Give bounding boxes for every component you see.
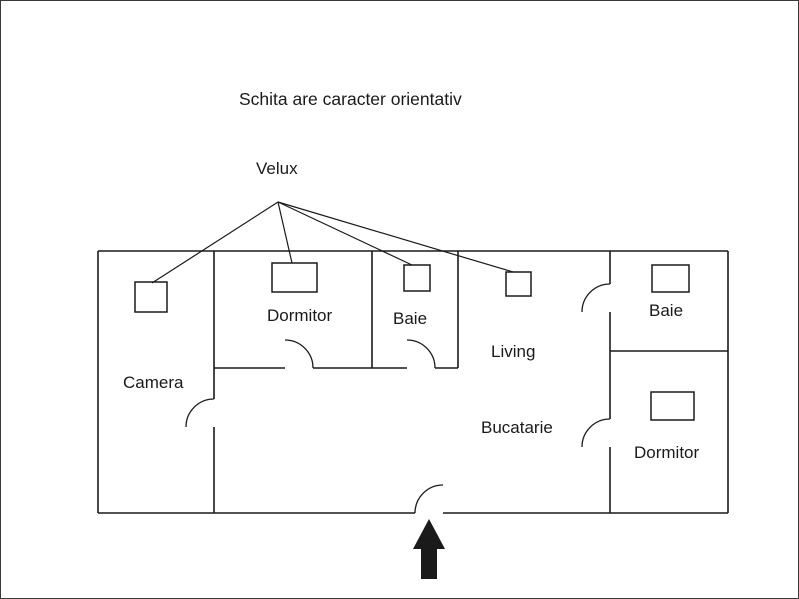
velux-line-living (277, 201, 514, 273)
velux-line-baie (277, 201, 413, 266)
velux-window-living (505, 271, 532, 297)
velux-windows (134, 262, 695, 421)
velux-window-dormitor-left (271, 262, 318, 293)
door-arc-baie-right (581, 283, 611, 313)
room-label-dormitor-left: Dormitor (267, 306, 333, 325)
door-arc-dormitor-right (581, 418, 611, 448)
velux-pointer-lines (151, 201, 514, 284)
room-label-bucatarie: Bucatarie (481, 418, 553, 437)
door-arcs (185, 283, 611, 514)
velux-window-dormitor-right (650, 391, 695, 421)
page-title: Schita are caracter orientativ (239, 89, 462, 109)
velux-window-camera (134, 281, 168, 313)
room-label-dormitor-right: Dormitor (634, 443, 700, 462)
room-label-camera: Camera (123, 373, 184, 392)
room-label-baie-right: Baie (649, 301, 683, 320)
velux-line-camera (151, 201, 279, 284)
room-label-baie-left: Baie (393, 309, 427, 328)
velux-label: Velux (256, 159, 298, 178)
velux-window-baie-left (403, 264, 431, 292)
velux-line-dormitor (277, 201, 293, 264)
door-arc-camera (185, 398, 215, 428)
door-arc-dormitor-left (284, 339, 314, 369)
walls (97, 250, 729, 514)
door-arc-entrance (414, 484, 444, 514)
entrance-arrow-icon (413, 519, 445, 579)
velux-window-baie-right (651, 264, 690, 293)
room-label-living: Living (491, 342, 535, 361)
door-arc-baie-left (406, 339, 436, 369)
